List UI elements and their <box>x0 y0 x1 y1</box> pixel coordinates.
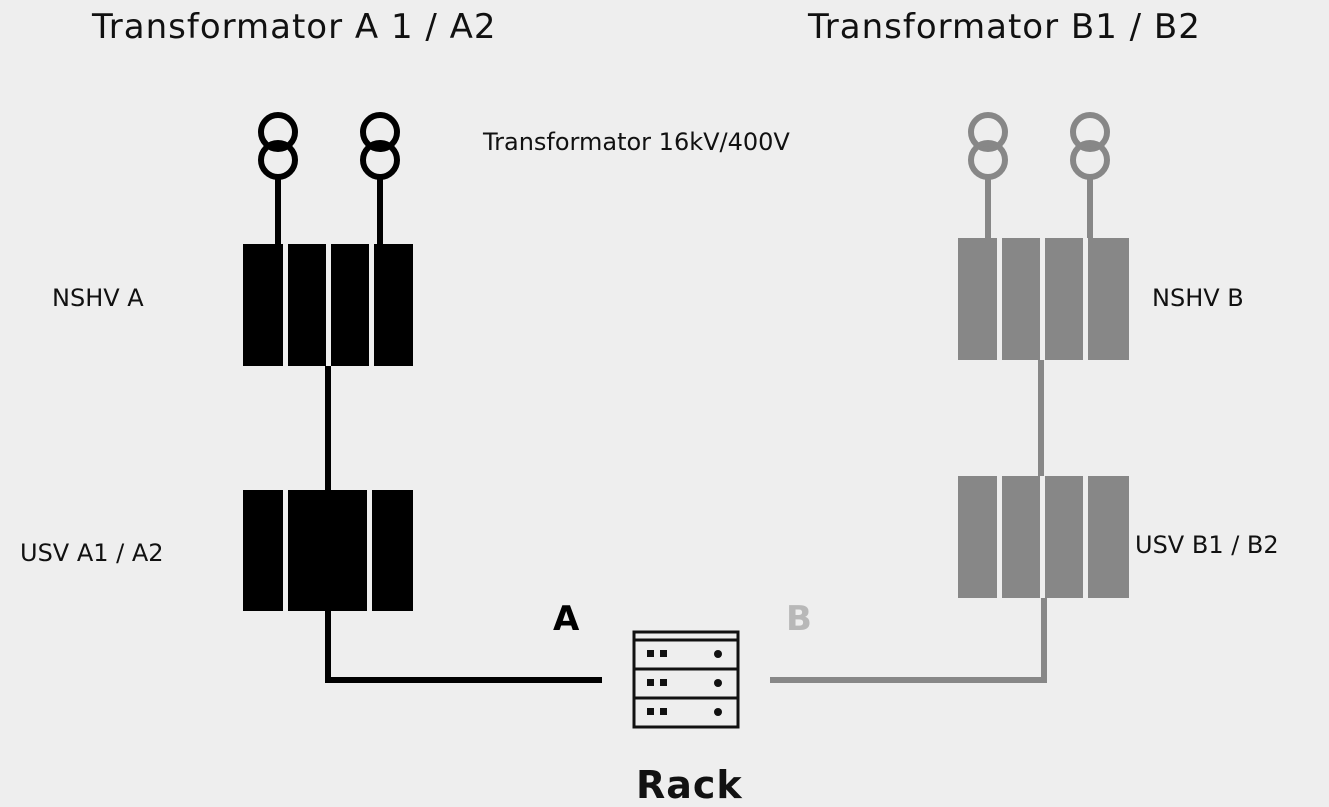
transformer-b2-icon <box>1070 112 1110 238</box>
transformer-b1-icon <box>968 112 1008 238</box>
rack-label: Rack <box>636 763 743 807</box>
transformer-rating-label: Transformator 16kV/400V <box>483 128 790 156</box>
nshv-b-switchgear <box>958 238 1129 360</box>
title-transformator-b: Transformator B1 / B2 <box>808 7 1201 47</box>
title-transformator-a: Transformator A 1 / A2 <box>92 7 497 47</box>
nshv-a-label: NSHV A <box>52 284 144 312</box>
server-rack-icon <box>632 630 740 729</box>
usv-a-label: USV A1 / A2 <box>20 539 164 567</box>
feed-b-label: B <box>786 599 812 639</box>
usv-b-label: USV B1 / B2 <box>1135 531 1279 559</box>
nshv-a-switchgear <box>243 244 413 366</box>
path-b <box>770 112 1129 683</box>
usv-a-unit <box>243 490 413 611</box>
nshv-b-label: NSHV B <box>1152 284 1244 312</box>
transformer-a1-icon <box>258 112 298 244</box>
path-a <box>243 112 602 683</box>
usv-b-unit <box>958 476 1129 598</box>
feed-a-label: A <box>553 599 580 639</box>
transformer-a2-icon <box>360 112 400 244</box>
